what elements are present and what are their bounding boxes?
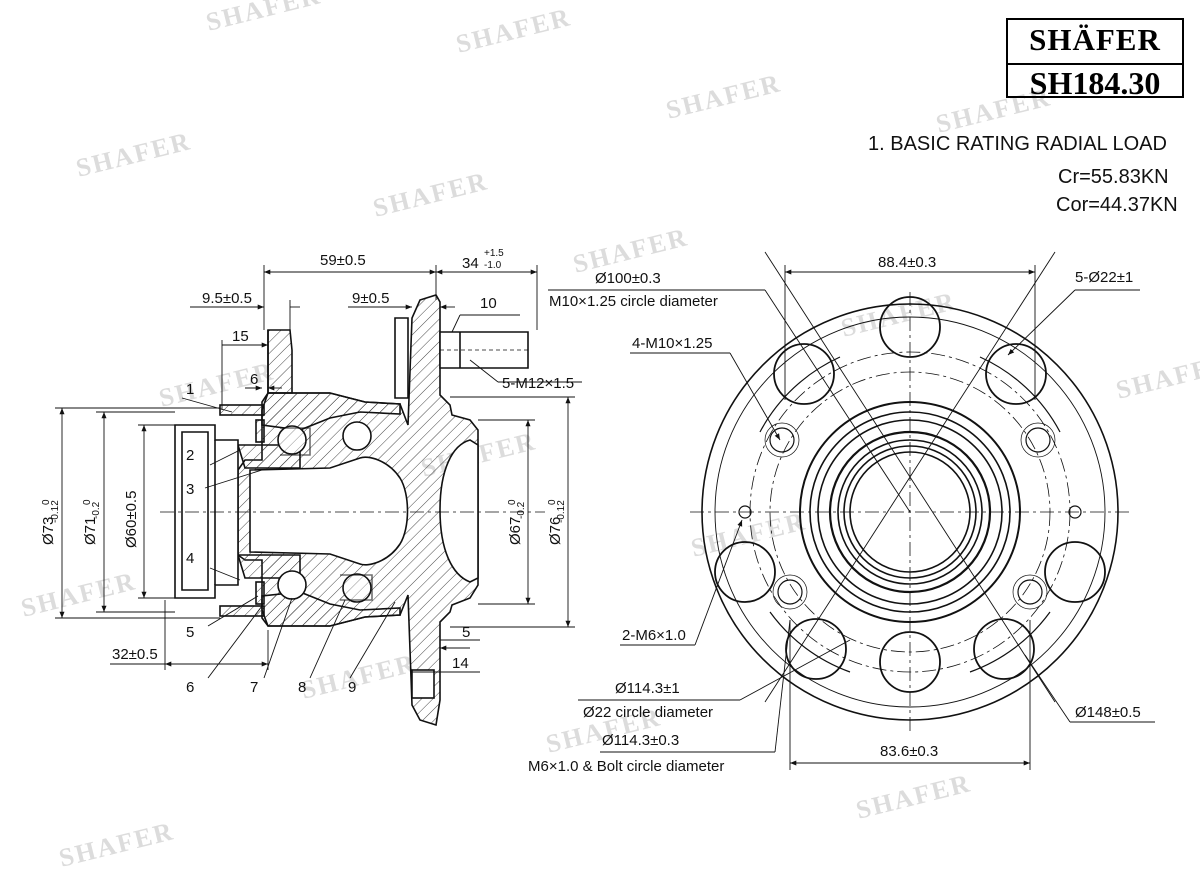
ball-lower-1 bbox=[277, 570, 307, 600]
wheel-hole bbox=[1044, 541, 1106, 603]
dust-cap bbox=[174, 424, 239, 599]
dim-6: 6 bbox=[250, 371, 258, 388]
callout-4: 4 bbox=[186, 550, 194, 567]
dim-32: 32±0.5 bbox=[112, 646, 158, 663]
dim-71-tol-up: 0 bbox=[82, 499, 93, 505]
dim-34-tol-dn: -1.0 bbox=[484, 260, 502, 271]
dim-59: 59±0.5 bbox=[320, 252, 366, 269]
wheel-stud bbox=[394, 317, 409, 399]
dim-67-tol-up: 0 bbox=[507, 499, 518, 505]
brand-name: SHÄFER bbox=[1029, 22, 1161, 57]
dim-m6: 2-M6×1.0 bbox=[622, 627, 686, 644]
seal-upper bbox=[255, 419, 265, 443]
brand-box: SHÄFER SH184.30 bbox=[1006, 18, 1184, 101]
front-view-labels: Ø100±0.3 M10×1.25 circle diameter 88.4±0… bbox=[528, 254, 1141, 775]
dim-76-tol-up: 0 bbox=[547, 499, 558, 505]
dim-71-tol-dn: -0.2 bbox=[91, 501, 102, 519]
callout-1: 1 bbox=[186, 381, 194, 398]
dust-cap-inner bbox=[181, 431, 209, 591]
lower-stud bbox=[411, 669, 435, 699]
dim-stud-length: 10 bbox=[480, 295, 497, 312]
callout-3: 3 bbox=[186, 481, 194, 498]
dim-88: 88.4±0.3 bbox=[878, 254, 936, 271]
spec-cr: Cr=55.83KN bbox=[1058, 166, 1169, 188]
callout-2: 2 bbox=[186, 447, 194, 464]
wheel-hole bbox=[985, 343, 1047, 405]
dim-83: 83.6±0.3 bbox=[880, 743, 938, 760]
spec-title: 1. BASIC RATING RADIAL LOAD bbox=[868, 133, 1167, 155]
m6-hole bbox=[738, 505, 752, 519]
wheel-hole bbox=[879, 296, 941, 358]
dim-holes-22: 5-Ø22±1 bbox=[1075, 269, 1133, 286]
spec-cor: Cor=44.37KN bbox=[1056, 194, 1178, 216]
dim-14: 14 bbox=[452, 655, 469, 672]
hub-cavity-right bbox=[439, 439, 479, 583]
mount-flange-upper bbox=[267, 329, 293, 394]
dim-34: 34 bbox=[462, 255, 479, 272]
wheel-holes bbox=[714, 296, 1106, 693]
callout-8: 8 bbox=[298, 679, 306, 696]
dim-114-1: Ø114.3±1 bbox=[615, 680, 680, 697]
m10-holes bbox=[764, 422, 1056, 610]
callout-6: 6 bbox=[186, 679, 194, 696]
m10-hole bbox=[1025, 427, 1051, 453]
dim-stud-thread: 5-M12×1.5 bbox=[502, 375, 574, 392]
m6-hole bbox=[1068, 505, 1082, 519]
dim-114-2: Ø114.3±0.3 bbox=[602, 732, 679, 749]
dim-15: 15 bbox=[232, 328, 249, 345]
wheel-hole bbox=[714, 541, 776, 603]
side-view-dimensions bbox=[55, 265, 582, 679]
front-view-dimensions bbox=[548, 265, 1155, 770]
callout-7: 7 bbox=[250, 679, 258, 696]
part-number: SH184.30 bbox=[1008, 63, 1182, 102]
dim-100: Ø100±0.3 bbox=[595, 270, 661, 287]
wheel-hole bbox=[973, 618, 1035, 680]
dim-71: Ø71 bbox=[82, 517, 99, 545]
dim-60: Ø60±0.5 bbox=[123, 491, 140, 548]
hub-cavity bbox=[249, 456, 409, 566]
side-view bbox=[160, 294, 545, 727]
dim-67: Ø67 bbox=[507, 517, 524, 545]
dim-73: Ø73 bbox=[40, 517, 57, 545]
m10-hole bbox=[1017, 579, 1043, 605]
front-view bbox=[690, 251, 1130, 732]
m10-hole bbox=[769, 427, 795, 453]
m10-hole bbox=[777, 579, 803, 605]
ball-upper-2 bbox=[342, 421, 372, 451]
dim-76: Ø76 bbox=[547, 517, 564, 545]
dim-9-5: 9.5±0.5 bbox=[202, 290, 252, 307]
wheel-hole bbox=[785, 618, 847, 680]
dim-73-tol-dn: -0.12 bbox=[50, 500, 61, 523]
cage-lower bbox=[340, 574, 373, 601]
seal-lower bbox=[255, 581, 265, 605]
callout-5: 5 bbox=[186, 624, 194, 641]
cage-upper bbox=[280, 427, 311, 456]
dim-148: Ø148±0.5 bbox=[1075, 704, 1141, 721]
hub-step-5 bbox=[837, 439, 983, 585]
side-view-labels: 59±0.5 34 +1.5 -1.0 9.5±0.5 9±0.5 15 6 1… bbox=[40, 248, 574, 696]
flange-lobe bbox=[759, 356, 841, 433]
wheel-hole bbox=[879, 631, 941, 693]
dim-76-tol-dn: -0.12 bbox=[556, 500, 567, 523]
dim-114-1-note: Ø22 circle diameter bbox=[583, 704, 713, 721]
flange-lobe bbox=[969, 611, 1051, 673]
dim-114-2-note: M6×1.0 & Bolt circle diameter bbox=[528, 758, 724, 775]
dim-34-tol-up: +1.5 bbox=[484, 248, 504, 259]
dim-73-tol-up: 0 bbox=[41, 499, 52, 505]
dim-100-note: M10×1.25 circle diameter bbox=[549, 293, 718, 310]
dim-flange-5: 5 bbox=[462, 624, 470, 641]
dim-67-tol-dn: -0.2 bbox=[516, 501, 527, 519]
dim-9: 9±0.5 bbox=[352, 290, 389, 307]
wheel-hole bbox=[773, 343, 835, 405]
flange-lobe bbox=[769, 611, 851, 673]
flange-lobe bbox=[979, 356, 1061, 433]
abs-ring-upper bbox=[219, 404, 265, 416]
callout-9: 9 bbox=[348, 679, 356, 696]
dim-m10: 4-M10×1.25 bbox=[632, 335, 712, 352]
